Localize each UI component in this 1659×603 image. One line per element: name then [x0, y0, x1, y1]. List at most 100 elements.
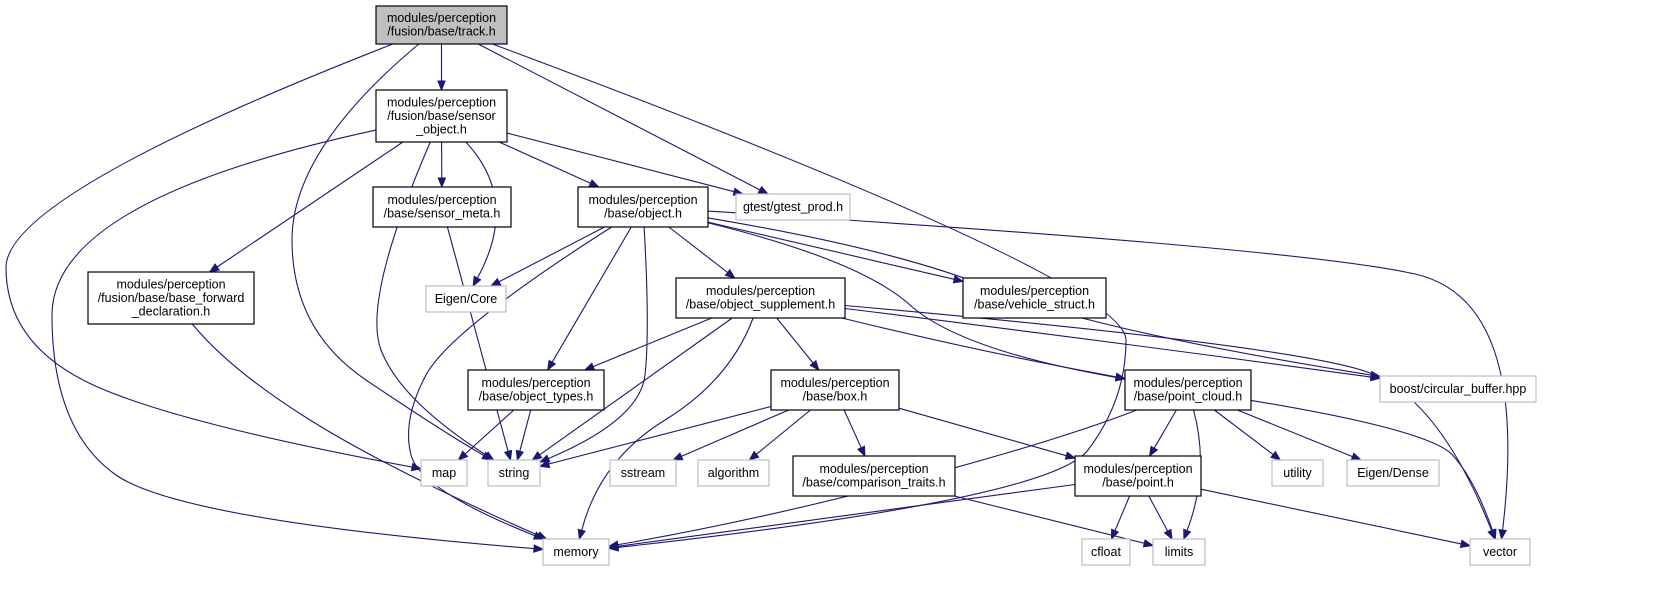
node-string[interactable]: string	[487, 459, 541, 487]
node-label-line: modules/perception	[780, 376, 889, 390]
edge-line	[216, 141, 404, 268]
edge-arrowhead	[1183, 528, 1192, 541]
node-label-line: algorithm	[708, 466, 759, 480]
node-utility[interactable]: utility	[1271, 459, 1324, 487]
edge-arrowhead	[483, 451, 495, 461]
edge-line	[498, 226, 605, 283]
edge-line	[477, 43, 761, 191]
edge-object_h-to-object_types_h	[547, 226, 632, 372]
node-box	[1124, 369, 1252, 411]
edge-line	[1114, 495, 1131, 531]
node-object-types-h[interactable]: modules/perception/base/object_types.h	[467, 369, 605, 411]
edge-line	[1214, 409, 1274, 456]
node-map[interactable]: map	[420, 459, 468, 487]
node-box	[1074, 455, 1202, 497]
node-box	[770, 369, 900, 411]
edge-line	[548, 405, 772, 465]
node-box	[375, 5, 508, 45]
node-box	[1271, 459, 1324, 487]
node-track-h[interactable]: modules/perception/fusion/base/track.h	[375, 5, 508, 45]
edge-object_supplement_h-to-memory	[577, 317, 754, 541]
edge-object_supplement_h-to-string	[531, 317, 733, 461]
node-algorithm[interactable]: algorithm	[697, 459, 770, 487]
node-object-supplement-h[interactable]: modules/perception/base/object_supplemen…	[675, 277, 846, 319]
node-vehicle-struct-h[interactable]: modules/perception/base/vehicle_struct.h	[962, 277, 1107, 319]
edge-line	[191, 323, 539, 536]
node-memory[interactable]: memory	[542, 538, 610, 566]
edge-arrowhead	[1488, 528, 1497, 541]
node-label-line: /base/sensor_meta.h	[384, 207, 501, 221]
edge-arrowhead	[1148, 445, 1159, 458]
node-layer: modules/perception/fusion/base/track.hmo…	[87, 5, 1537, 566]
edge-line	[841, 317, 1117, 378]
edge-arrowhead	[1459, 539, 1472, 549]
edge-arrowhead	[577, 528, 586, 541]
node-label-line: modules/perception	[1133, 376, 1242, 390]
node-label-line: /base/comparison_traits.h	[802, 476, 945, 490]
edge-arrowhead	[536, 531, 548, 540]
node-label-line: /base/object.h	[604, 207, 682, 221]
edge-object_supplement_h-to-box_h	[776, 317, 820, 372]
node-box	[87, 271, 255, 325]
edge-arrowhead	[809, 359, 820, 372]
edge-sensor_object_h-to-gtest_prod_h	[506, 132, 745, 196]
edge-arrowhead	[503, 449, 513, 462]
edge-line	[464, 409, 515, 455]
node-comparison-traits-h[interactable]: modules/perception/base/comparison_trait…	[792, 455, 956, 497]
node-sstream[interactable]: sstream	[609, 459, 677, 487]
edge-sensor_meta_h-to-string	[446, 226, 513, 462]
edge-arrowhead	[1350, 452, 1363, 461]
node-label-line: /fusion/base/track.h	[387, 25, 495, 39]
node-label-line: /fusion/base/sensor	[387, 109, 495, 123]
edge-line	[844, 307, 1372, 378]
node-box-h[interactable]: modules/perception/base/box.h	[770, 369, 900, 411]
node-box	[372, 186, 512, 228]
node-box	[420, 459, 468, 487]
node-gtest-prod-h[interactable]: gtest/gtest_prod.h	[735, 193, 851, 221]
edge-sensor_object_h-to-base_forward_h	[208, 141, 404, 273]
edge-arrowhead	[531, 451, 543, 461]
node-label-line: modules/perception	[980, 284, 1089, 298]
node-label-line: /base/object_types.h	[479, 390, 594, 404]
node-label-line: _object.h	[415, 122, 467, 136]
edge-arrowhead	[1498, 529, 1507, 541]
node-point-cloud-h[interactable]: modules/perception/base/point_cloud.h	[1124, 369, 1252, 411]
edge-arrowhead	[1163, 528, 1173, 541]
node-eigen-core[interactable]: Eigen/Core	[425, 285, 507, 313]
node-base-forward-h[interactable]: modules/perception/fusion/base/base_forw…	[87, 271, 255, 325]
node-label-line: modules/perception	[387, 193, 496, 207]
node-label-line: memory	[553, 545, 599, 559]
edge-arrowhead	[533, 544, 545, 553]
edge-line	[617, 483, 1076, 547]
node-label-line: modules/perception	[387, 11, 496, 25]
node-sensor-object-h[interactable]: modules/perception/fusion/base/sensor_ob…	[375, 89, 508, 143]
edge-arrowhead	[952, 274, 965, 284]
edge-line	[844, 304, 1493, 531]
node-eigen-dense[interactable]: Eigen/Dense	[1346, 459, 1440, 487]
edge-point_h-to-cfloat	[1110, 495, 1131, 541]
edge-line	[668, 226, 728, 273]
node-label-line: gtest/gtest_prod.h	[743, 200, 843, 214]
node-label-line: /base/vehicle_struct.h	[974, 298, 1095, 312]
edge-line	[1237, 409, 1353, 458]
edge-line	[592, 317, 712, 368]
node-object-h[interactable]: modules/perception/base/object.h	[577, 186, 709, 228]
node-vector[interactable]: vector	[1469, 538, 1531, 566]
node-box	[1081, 538, 1131, 566]
edge-object_supplement_h-to-vector	[844, 304, 1496, 541]
node-label-line: _declaration.h	[131, 304, 211, 318]
node-box	[697, 459, 770, 487]
edge-arrowhead	[515, 449, 525, 462]
node-box	[425, 285, 507, 313]
edge-object_supplement_h-to-object_types_h	[583, 317, 712, 371]
node-sensor-meta-h[interactable]: modules/perception/base/sensor_meta.h	[372, 186, 512, 228]
node-box	[542, 538, 610, 566]
node-label-line: sstream	[621, 466, 665, 480]
node-limits[interactable]: limits	[1152, 538, 1206, 566]
node-circular-buffer[interactable]: boost/circular_buffer.hpp	[1379, 375, 1537, 403]
edge-line	[776, 317, 814, 364]
edge-arrowhead	[489, 277, 502, 287]
node-point-h[interactable]: modules/perception/base/point.h	[1074, 455, 1202, 497]
node-cfloat[interactable]: cfloat	[1081, 538, 1131, 566]
node-label-line: string	[499, 466, 530, 480]
